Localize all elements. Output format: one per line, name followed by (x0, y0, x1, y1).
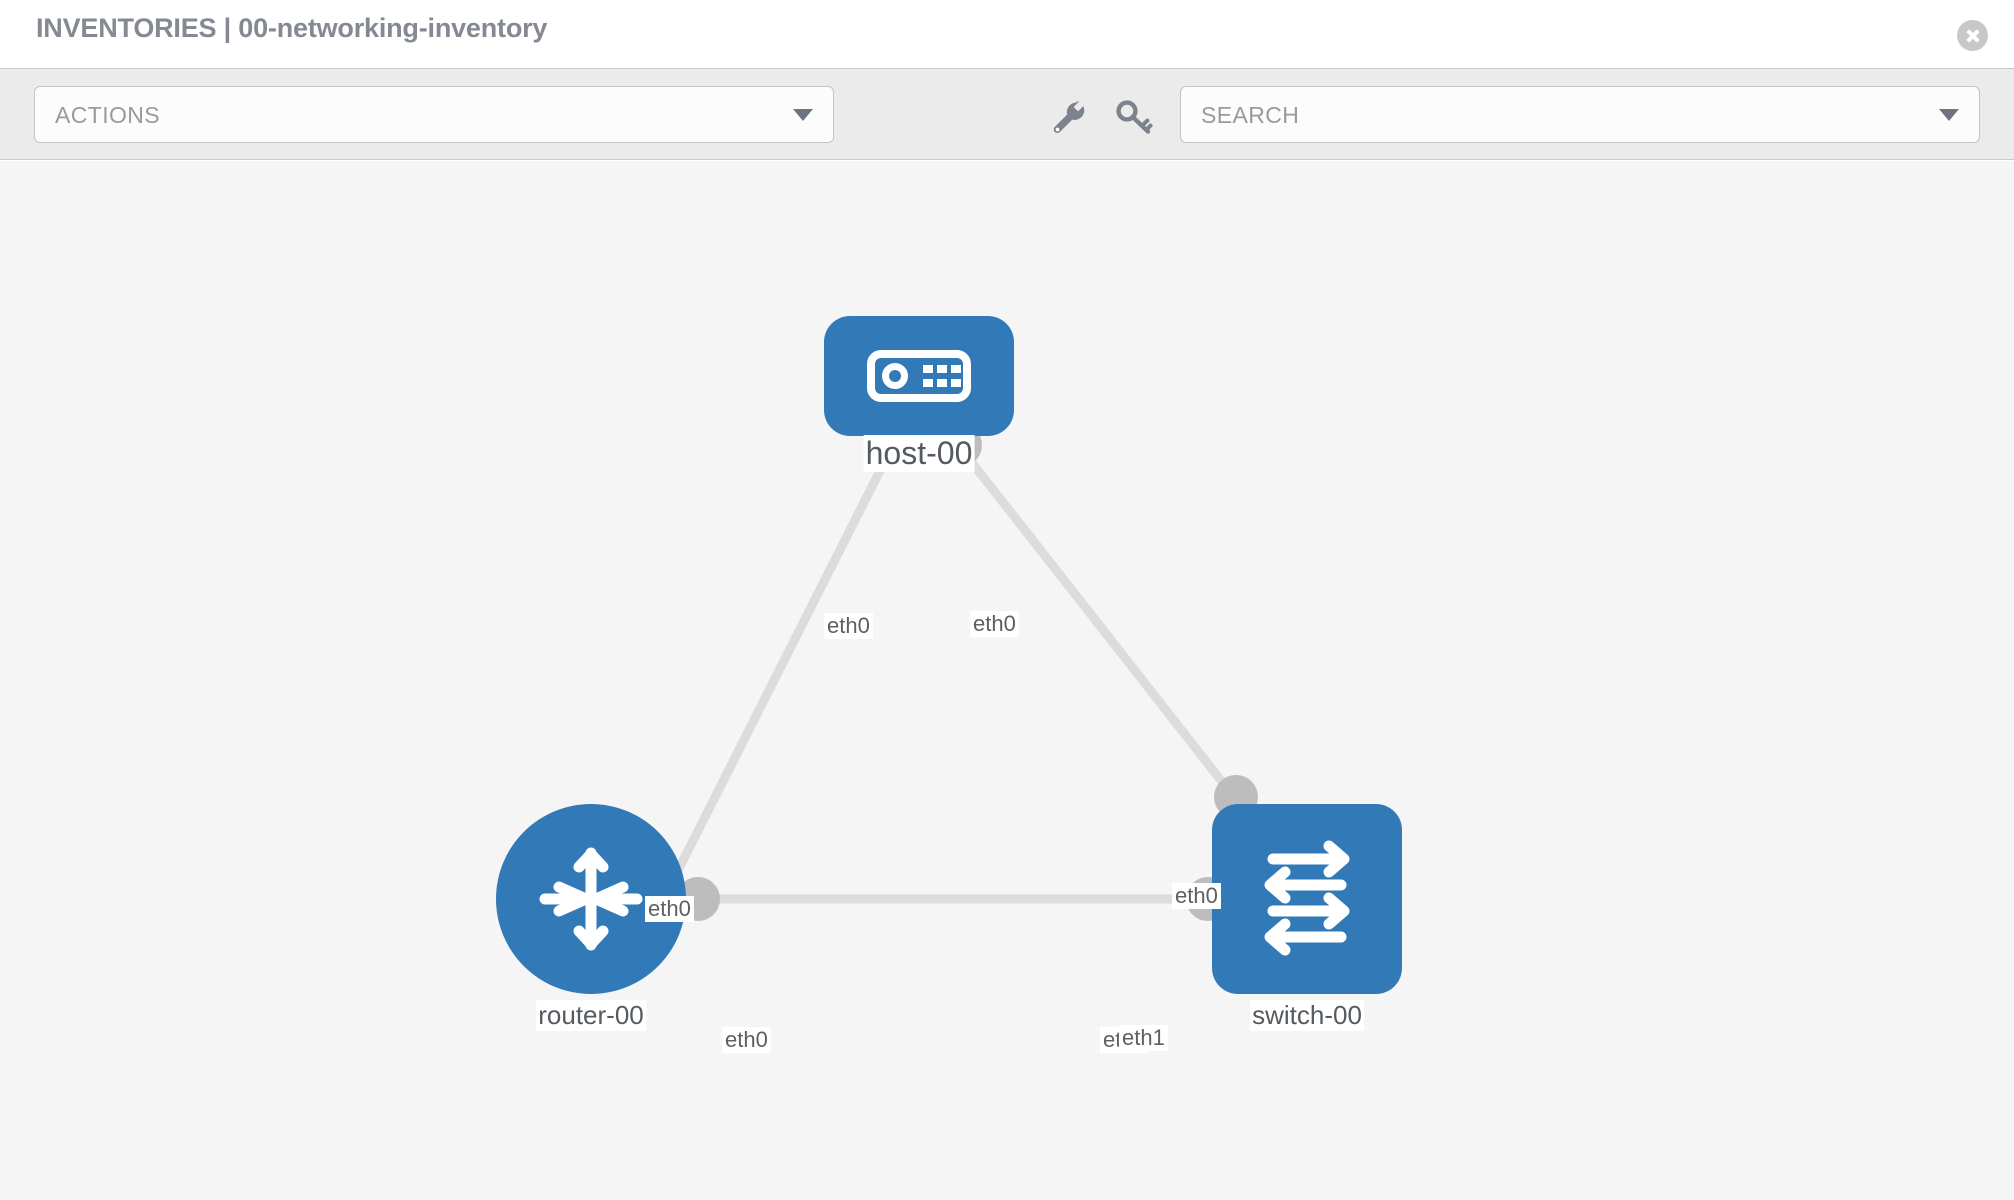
actions-dropdown-label: ACTIONS (55, 102, 161, 128)
link-host-router (655, 438, 900, 909)
edge-label-router-eth0-up: eth0 (645, 896, 694, 922)
edge-label-switch-eth0-up: eth0 (1172, 883, 1221, 909)
actions-dropdown[interactable]: ACTIONS (34, 86, 834, 143)
node-router-00-label: router-00 (536, 1000, 646, 1031)
chevron-down-icon (1939, 108, 1959, 121)
wrench-icon[interactable] (1046, 97, 1086, 137)
page-title: INVENTORIES | 00-networking-inventory (36, 13, 548, 43)
node-router-00-shape[interactable] (496, 804, 686, 994)
key-icon[interactable] (1114, 97, 1154, 137)
toolbar: ACTIONS SEARCH (0, 68, 2014, 160)
node-switch-00-shape[interactable] (1212, 804, 1402, 994)
node-switch-00-label: switch-00 (1250, 1000, 1364, 1031)
search-placeholder: SEARCH (1201, 102, 1300, 128)
page-header: INVENTORIES | 00-networking-inventory (0, 0, 2014, 68)
router-icon (539, 847, 643, 951)
switch-icon (1264, 840, 1350, 956)
edge-label-router-eth0-right: eth0 (722, 1027, 771, 1053)
server-icon (867, 350, 971, 402)
node-host-00-shape[interactable] (824, 316, 1014, 436)
link-host-switch (951, 438, 1249, 814)
search-input[interactable]: SEARCH (1180, 86, 1980, 143)
edge-label-host-eth0-right: eth0 (970, 611, 1019, 637)
node-host-00-label: host-00 (863, 435, 975, 472)
topology-links (655, 438, 1249, 909)
topology-canvas[interactable]: host-00 router-00 (0, 161, 2014, 1200)
edge-label-host-eth0-left: eth0 (824, 613, 873, 639)
chevron-down-icon (793, 108, 813, 121)
edge-label-switch-eth1-left: eth1 (1119, 1025, 1168, 1051)
close-icon[interactable] (1957, 20, 1988, 51)
